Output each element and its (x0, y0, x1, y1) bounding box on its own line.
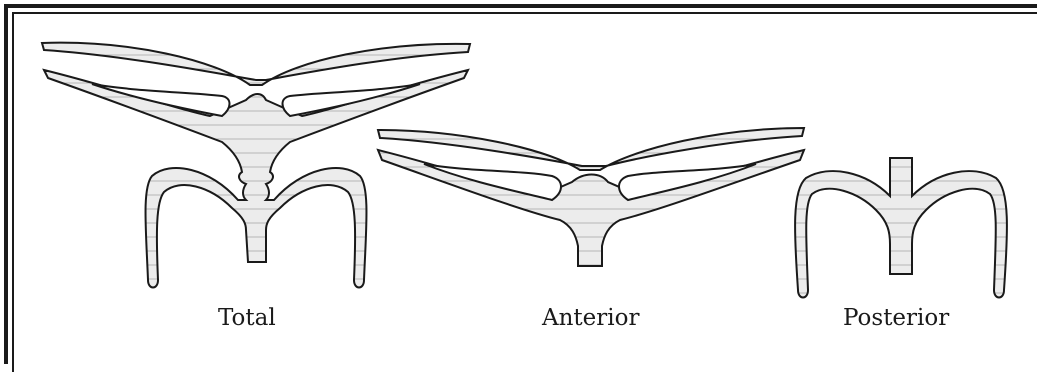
label-posterior: Posterior (843, 305, 949, 331)
total-upper-wings (42, 43, 470, 85)
label-anterior: Anterior (542, 305, 639, 331)
anterior-upper-wings (378, 128, 804, 170)
total-body (44, 70, 468, 288)
label-total: Total (218, 305, 276, 331)
anterior-shape (378, 128, 804, 266)
figure-canvas (0, 0, 1037, 348)
posterior-shape (795, 158, 1007, 298)
posterior-body (795, 158, 1007, 298)
